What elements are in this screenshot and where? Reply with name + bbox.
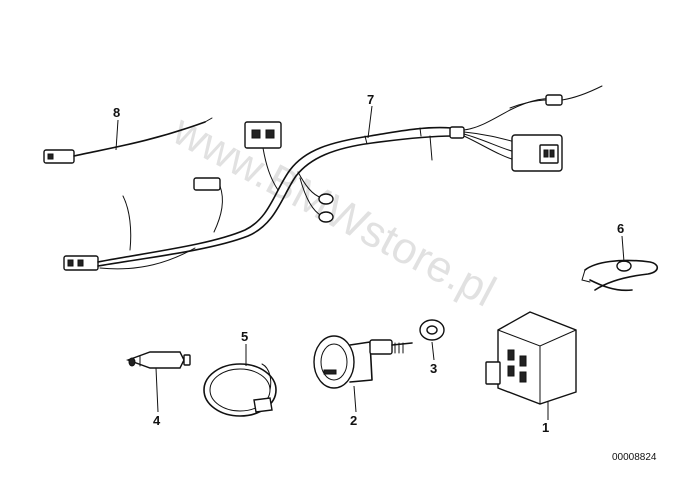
part-3-grommet[interactable]: [419, 319, 445, 341]
callout-8: 8: [113, 105, 120, 120]
part-6-clip[interactable]: [581, 259, 659, 292]
part-7-wiring-harness[interactable]: [63, 85, 603, 271]
part-8-wire-connector[interactable]: [43, 117, 213, 164]
part-5-hose-clamp[interactable]: [203, 363, 277, 417]
reference-number: 00008824: [612, 452, 657, 463]
part-1-relay[interactable]: [485, 311, 577, 405]
callout-2: 2: [350, 413, 357, 428]
part-4-fuse-holder[interactable]: [125, 351, 191, 369]
callout-6: 6: [617, 221, 624, 236]
callout-4: 4: [153, 413, 161, 428]
callout-5: 5: [241, 329, 248, 344]
callout-3: 3: [430, 361, 437, 376]
callout-1: 1: [542, 420, 549, 435]
callout-7: 7: [367, 92, 374, 107]
part-2-sensor[interactable]: [313, 335, 413, 389]
